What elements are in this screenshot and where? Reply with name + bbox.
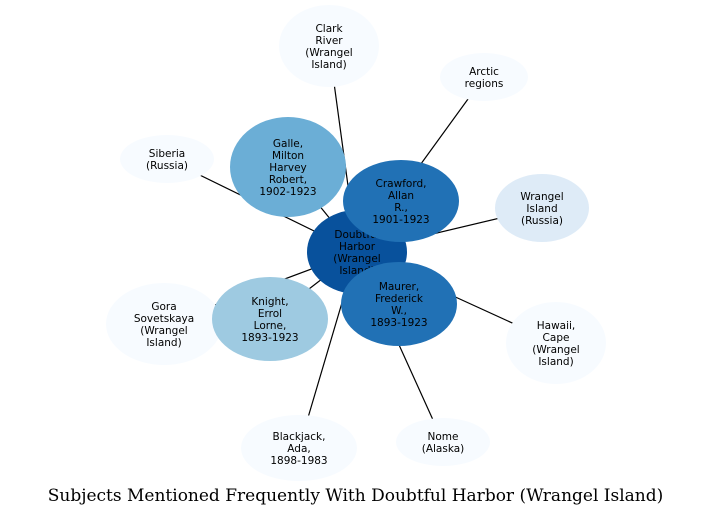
node-blackjack-label: Blackjack,Ada,1898-1983 (270, 431, 327, 467)
node-nome-label: Nome(Alaska) (422, 431, 465, 455)
node-hawaii-label-line: (Wrangel (532, 344, 579, 356)
node-wrangel-label-line: (Russia) (521, 215, 563, 227)
node-knight-label-line: Lorne, (254, 320, 287, 332)
node-arctic-label-line: Arctic (469, 66, 499, 78)
diagram-caption: Subjects Mentioned Frequently With Doubt… (47, 486, 664, 506)
node-clark-label-line: River (315, 35, 343, 47)
node-wrangel-ellipse (495, 174, 589, 242)
node-maurer-label-line: 1893-1923 (370, 317, 427, 329)
node-maurer-ellipse (341, 262, 457, 346)
node-siberia-label-line: Siberia (149, 148, 185, 160)
node-blackjack: Blackjack,Ada,1898-1983 (241, 415, 357, 481)
node-clark-ellipse (279, 5, 379, 87)
node-knight-ellipse (212, 277, 328, 361)
node-crawford-ellipse (343, 160, 459, 242)
node-clark-label-line: Island) (311, 59, 346, 71)
node-gora-label-line: Island) (146, 337, 181, 349)
node-gora-label-line: Gora (151, 301, 176, 313)
node-knight-label-line: Knight, (251, 296, 288, 308)
node-hawaii-label-line: Hawaii, (537, 320, 576, 332)
node-blackjack-ellipse (241, 415, 357, 481)
node-hawaii-label-line: Island) (538, 356, 573, 368)
node-nome-label-line: (Alaska) (422, 443, 465, 455)
node-wrangel-label-line: Wrangel (520, 191, 563, 203)
node-nome: Nome(Alaska) (396, 418, 490, 466)
node-maurer-label-line: Frederick (375, 293, 424, 305)
node-nome-label-line: Nome (428, 431, 459, 443)
node-crawford-label-line: Allan (388, 190, 414, 202)
node-arctic-label-line: regions (465, 78, 504, 90)
node-wrangel-label-line: Island (526, 203, 557, 215)
node-blackjack-label-line: Blackjack, (273, 431, 326, 443)
node-siberia-label: Siberia(Russia) (146, 148, 188, 172)
node-galle-label-line: 1902-1923 (259, 186, 316, 198)
node-galle-label-line: Galle, (273, 138, 303, 150)
node-maurer-label-line: Maurer, (379, 281, 419, 293)
node-gora-label-line: (Wrangel (140, 325, 187, 337)
node-crawford-label-line: Crawford, (376, 178, 427, 190)
node-crawford-label-line: 1901-1923 (372, 214, 429, 226)
node-crawford-label-line: R., (394, 202, 408, 214)
node-arctic-ellipse (440, 53, 528, 101)
node-blackjack-label-line: 1898-1983 (270, 455, 327, 467)
node-siberia-label-line: (Russia) (146, 160, 188, 172)
node-knight-label-line: 1893-1923 (241, 332, 298, 344)
node-maurer-label-line: W., (391, 305, 407, 317)
node-galle-ellipse (230, 117, 346, 217)
node-knight-label-line: Errol (258, 308, 282, 320)
node-doubtful-label-line: Harbor (339, 241, 376, 253)
node-gora-ellipse (106, 283, 222, 365)
node-hawaii-label-line: Cape (543, 332, 570, 344)
node-galle-label-line: Milton (272, 150, 304, 162)
node-gora-label-line: Sovetskaya (134, 313, 194, 325)
node-siberia: Siberia(Russia) (120, 135, 214, 183)
node-blackjack-label-line: Ada, (287, 443, 310, 455)
node-galle-label-line: Harvey (269, 162, 307, 174)
node-clark-label-line: Clark (315, 23, 343, 35)
node-doubtful-label-line: (Wrangel (333, 253, 380, 265)
node-galle-label-line: Robert, (269, 174, 307, 186)
node-siberia-ellipse (120, 135, 214, 183)
node-clark-label-line: (Wrangel (305, 47, 352, 59)
node-hawaii-ellipse (506, 302, 606, 384)
node-nome-ellipse (396, 418, 490, 466)
